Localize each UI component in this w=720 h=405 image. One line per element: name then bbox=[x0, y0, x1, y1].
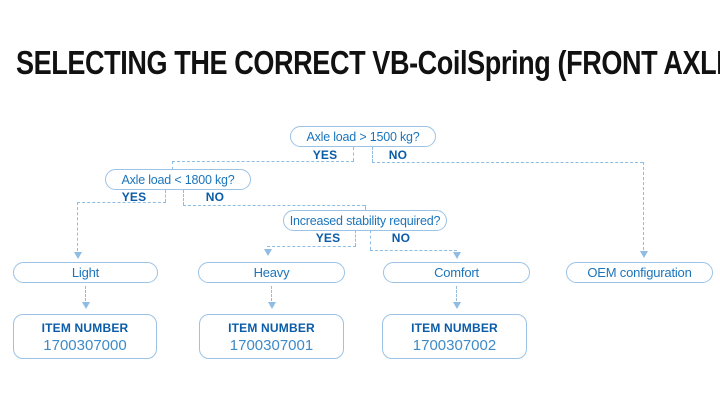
connector-line bbox=[183, 190, 184, 205]
arrow-down-icon bbox=[452, 302, 461, 309]
result-heavy-label: Heavy bbox=[253, 265, 290, 280]
label-no-d2: NO bbox=[205, 190, 225, 204]
connector-line bbox=[370, 230, 371, 250]
arrow-down-icon bbox=[452, 252, 461, 259]
connector-line bbox=[365, 205, 366, 210]
decision-axle-load-1800: Axle load < 1800 kg? bbox=[105, 169, 251, 190]
connector-line bbox=[85, 286, 86, 301]
label-yes-d2: YES bbox=[121, 190, 147, 204]
connector-line bbox=[456, 286, 457, 301]
result-comfort: Comfort bbox=[383, 262, 530, 283]
arrow-down-icon bbox=[263, 249, 272, 256]
label-no-d1: NO bbox=[388, 148, 408, 162]
label-no-d3: NO bbox=[391, 231, 411, 245]
connector-line bbox=[183, 205, 365, 206]
item-number-heading: ITEM NUMBER bbox=[228, 321, 315, 335]
item-number-heading: ITEM NUMBER bbox=[411, 321, 498, 335]
connector-line bbox=[77, 202, 78, 251]
decision-axle-load-1800-label: Axle load < 1800 kg? bbox=[121, 172, 235, 187]
result-light: Light bbox=[13, 262, 158, 283]
connector-line bbox=[372, 162, 643, 163]
connector-line bbox=[165, 190, 166, 202]
decision-axle-load-1500: Axle load > 1500 kg? bbox=[290, 126, 436, 147]
decision-increased-stability-label: Increased stability required? bbox=[289, 213, 441, 228]
item-number-box-heavy: ITEM NUMBER 1700307001 bbox=[199, 314, 344, 359]
connector-line bbox=[172, 161, 354, 162]
connector-line bbox=[271, 286, 272, 301]
connector-line bbox=[353, 147, 354, 161]
item-number-value: 1700307000 bbox=[43, 337, 127, 354]
item-number-box-comfort: ITEM NUMBER 1700307002 bbox=[382, 314, 527, 359]
label-yes-d3: YES bbox=[315, 231, 341, 245]
result-oem-configuration: OEM configuration bbox=[566, 262, 713, 283]
item-number-value: 1700307002 bbox=[412, 337, 497, 354]
arrow-down-icon bbox=[267, 302, 276, 309]
result-oem-configuration-label: OEM configuration bbox=[587, 265, 692, 280]
result-light-label: Light bbox=[71, 265, 100, 280]
decision-increased-stability: Increased stability required? bbox=[283, 210, 447, 231]
result-comfort-label: Comfort bbox=[434, 265, 479, 280]
arrow-down-icon bbox=[73, 252, 82, 259]
arrow-down-icon bbox=[639, 251, 648, 258]
connector-line bbox=[172, 161, 173, 170]
connector-line bbox=[372, 147, 373, 162]
label-yes-d1: YES bbox=[312, 148, 338, 162]
connector-line bbox=[267, 246, 356, 247]
connector-line bbox=[77, 202, 166, 203]
item-number-value: 1700307001 bbox=[229, 337, 314, 354]
connector-line bbox=[355, 230, 356, 246]
connector-line bbox=[370, 250, 457, 251]
item-number-box-light: ITEM NUMBER 1700307000 bbox=[13, 314, 157, 359]
decision-axle-load-1500-label: Axle load > 1500 kg? bbox=[306, 129, 420, 144]
item-number-heading: ITEM NUMBER bbox=[41, 321, 129, 335]
arrow-down-icon bbox=[81, 302, 90, 309]
connector-line bbox=[643, 162, 644, 250]
result-heavy: Heavy bbox=[198, 262, 345, 283]
page-title: SELECTING THE CORRECT VB-CoilSpring (FRO… bbox=[16, 44, 720, 81]
